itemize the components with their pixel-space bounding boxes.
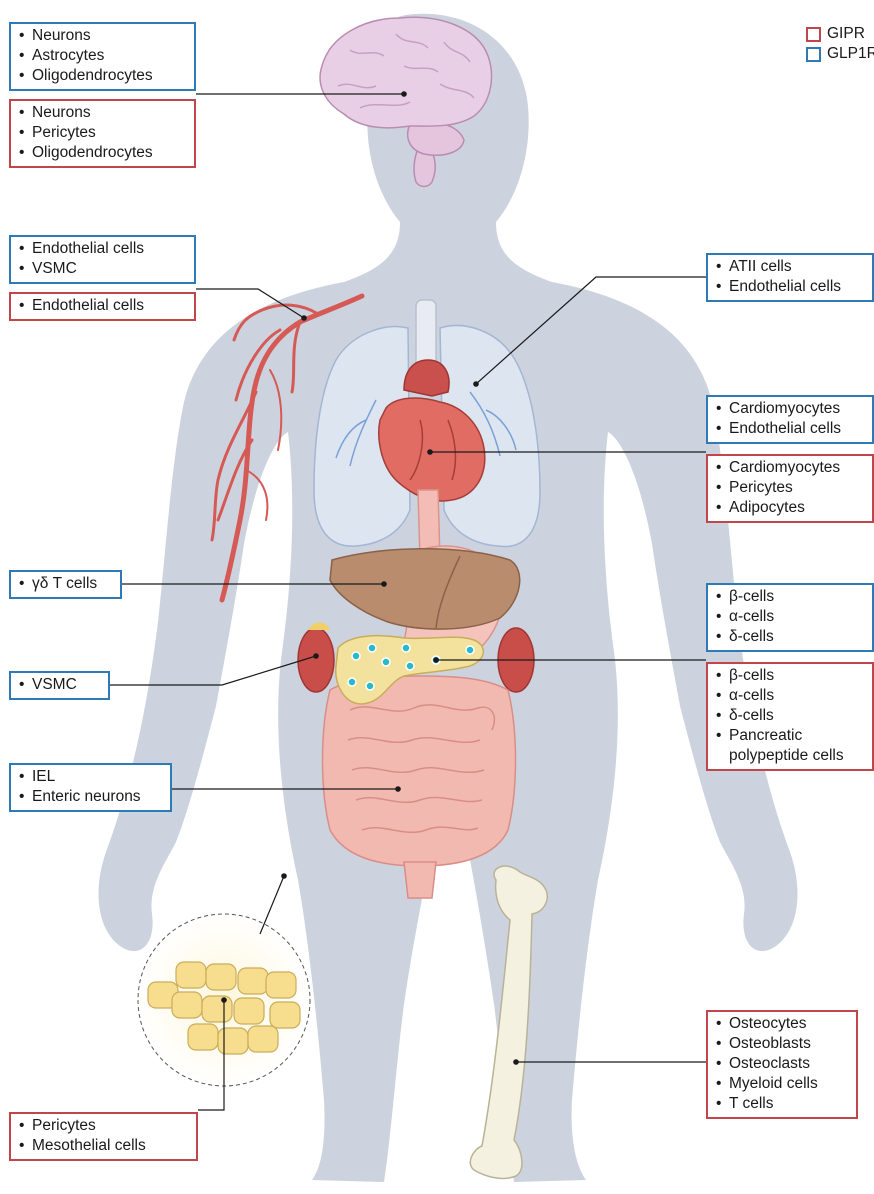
list-item: Neurons [19,26,188,46]
list-item: Cardiomyocytes [716,458,866,478]
list-item: α-cells [716,607,866,627]
legend-label-glp1r: GLP1R [827,44,874,64]
legend-item-glp1r: GLP1R [806,44,874,64]
legend-item-gipr: GIPR [806,24,874,44]
rectum [404,862,436,898]
list-item: β-cells [716,587,866,607]
adipocyte [176,962,206,988]
islet-cell [406,662,414,670]
leader-dot [427,449,433,455]
list-item: Cardiomyocytes [716,399,866,419]
list-item: α-cells [716,686,866,706]
legend: GIPR GLP1R [806,24,874,64]
leader-dot [301,315,307,321]
leader-dot [395,786,401,792]
bone-gipr-box: Osteocytes Osteoblasts Osteoclasts Myelo… [706,1010,858,1119]
list-item: ATII cells [716,257,866,277]
islet-cell [382,658,390,666]
liver-glp1r-box: γδ T cells [9,570,122,599]
list-item: Mesothelial cells [19,1136,190,1156]
adipose-gipr-box: Pericytes Mesothelial cells [9,1112,198,1161]
list-item: Pericytes [716,478,866,498]
legend-swatch-gipr [806,27,821,42]
leader-dot [281,873,287,879]
legend-label-gipr: GIPR [827,24,865,44]
leader-dot [433,657,439,663]
islet-cell [348,678,356,686]
list-item: Enteric neurons [19,787,164,807]
leader-dot [473,381,479,387]
leader-dot [513,1059,519,1065]
intestine-glp1r-box: IEL Enteric neurons [9,763,172,812]
list-item: Oligodendrocytes [19,143,188,163]
brain-glp1r-box: Neurons Astrocytes Oligodendrocytes [9,22,196,91]
adipocyte [270,1002,300,1028]
leader-dot [381,581,387,587]
islet-cell [466,646,474,654]
list-item: VSMC [19,675,102,695]
heart-gipr-box: Cardiomyocytes Pericytes Adipocytes [706,454,874,523]
list-item: Pancreatic [716,726,866,746]
list-item: Oligodendrocytes [19,66,188,86]
list-item: T cells [716,1094,850,1114]
adipocyte [206,964,236,990]
list-item: Myeloid cells [716,1074,850,1094]
kidney-glp1r-box: VSMC [9,671,110,700]
list-item: IEL [19,767,164,787]
cerebrum [320,17,491,127]
adipocyte [238,968,268,994]
islet-cell [368,644,376,652]
list-item: Pericytes [19,1116,190,1136]
list-item: Osteoclasts [716,1054,850,1074]
pancreas-gipr-box: β-cells α-cells δ-cells Pancreatic polyp… [706,662,874,771]
list-item: Endothelial cells [19,296,188,316]
list-item: Osteocytes [716,1014,850,1034]
leader-line-adipose-zoom [260,876,284,934]
pancreas-glp1r-box: β-cells α-cells δ-cells [706,583,874,652]
adipocyte [202,996,232,1022]
list-item: Astrocytes [19,46,188,66]
leader-dot [221,997,227,1003]
list-item: Neurons [19,103,188,123]
list-item: Osteoblasts [716,1034,850,1054]
list-item: γδ T cells [19,574,114,594]
list-item: Endothelial cells [716,419,866,439]
islet-cell [352,652,360,660]
list-item: Adipocytes [716,498,866,518]
leader-dot [401,91,407,97]
list-item: Pericytes [19,123,188,143]
heart-glp1r-box: Cardiomyocytes Endothelial cells [706,395,874,444]
islet-cell [402,644,410,652]
adipocyte [248,1026,278,1052]
adipocyte [172,992,202,1018]
vessels-glp1r-box: Endothelial cells VSMC [9,235,196,284]
list-item: Endothelial cells [19,239,188,259]
vessels-gipr-box: Endothelial cells [9,292,196,321]
large-intestine [323,676,516,866]
legend-swatch-glp1r [806,47,821,62]
list-item: Endothelial cells [716,277,866,297]
islet-cell [366,682,374,690]
list-item: VSMC [19,259,188,279]
adipocyte [234,998,264,1024]
lung-glp1r-box: ATII cells Endothelial cells [706,253,874,302]
list-item: δ-cells [716,706,866,726]
list-item: β-cells [716,666,866,686]
list-item: δ-cells [716,627,866,647]
brain-gipr-box: Neurons Pericytes Oligodendrocytes [9,99,196,168]
leader-dot [313,653,319,659]
list-item-continuation: polypeptide cells [716,746,866,766]
adipocyte [188,1024,218,1050]
adipocyte [266,972,296,998]
adipocyte [218,1028,248,1054]
